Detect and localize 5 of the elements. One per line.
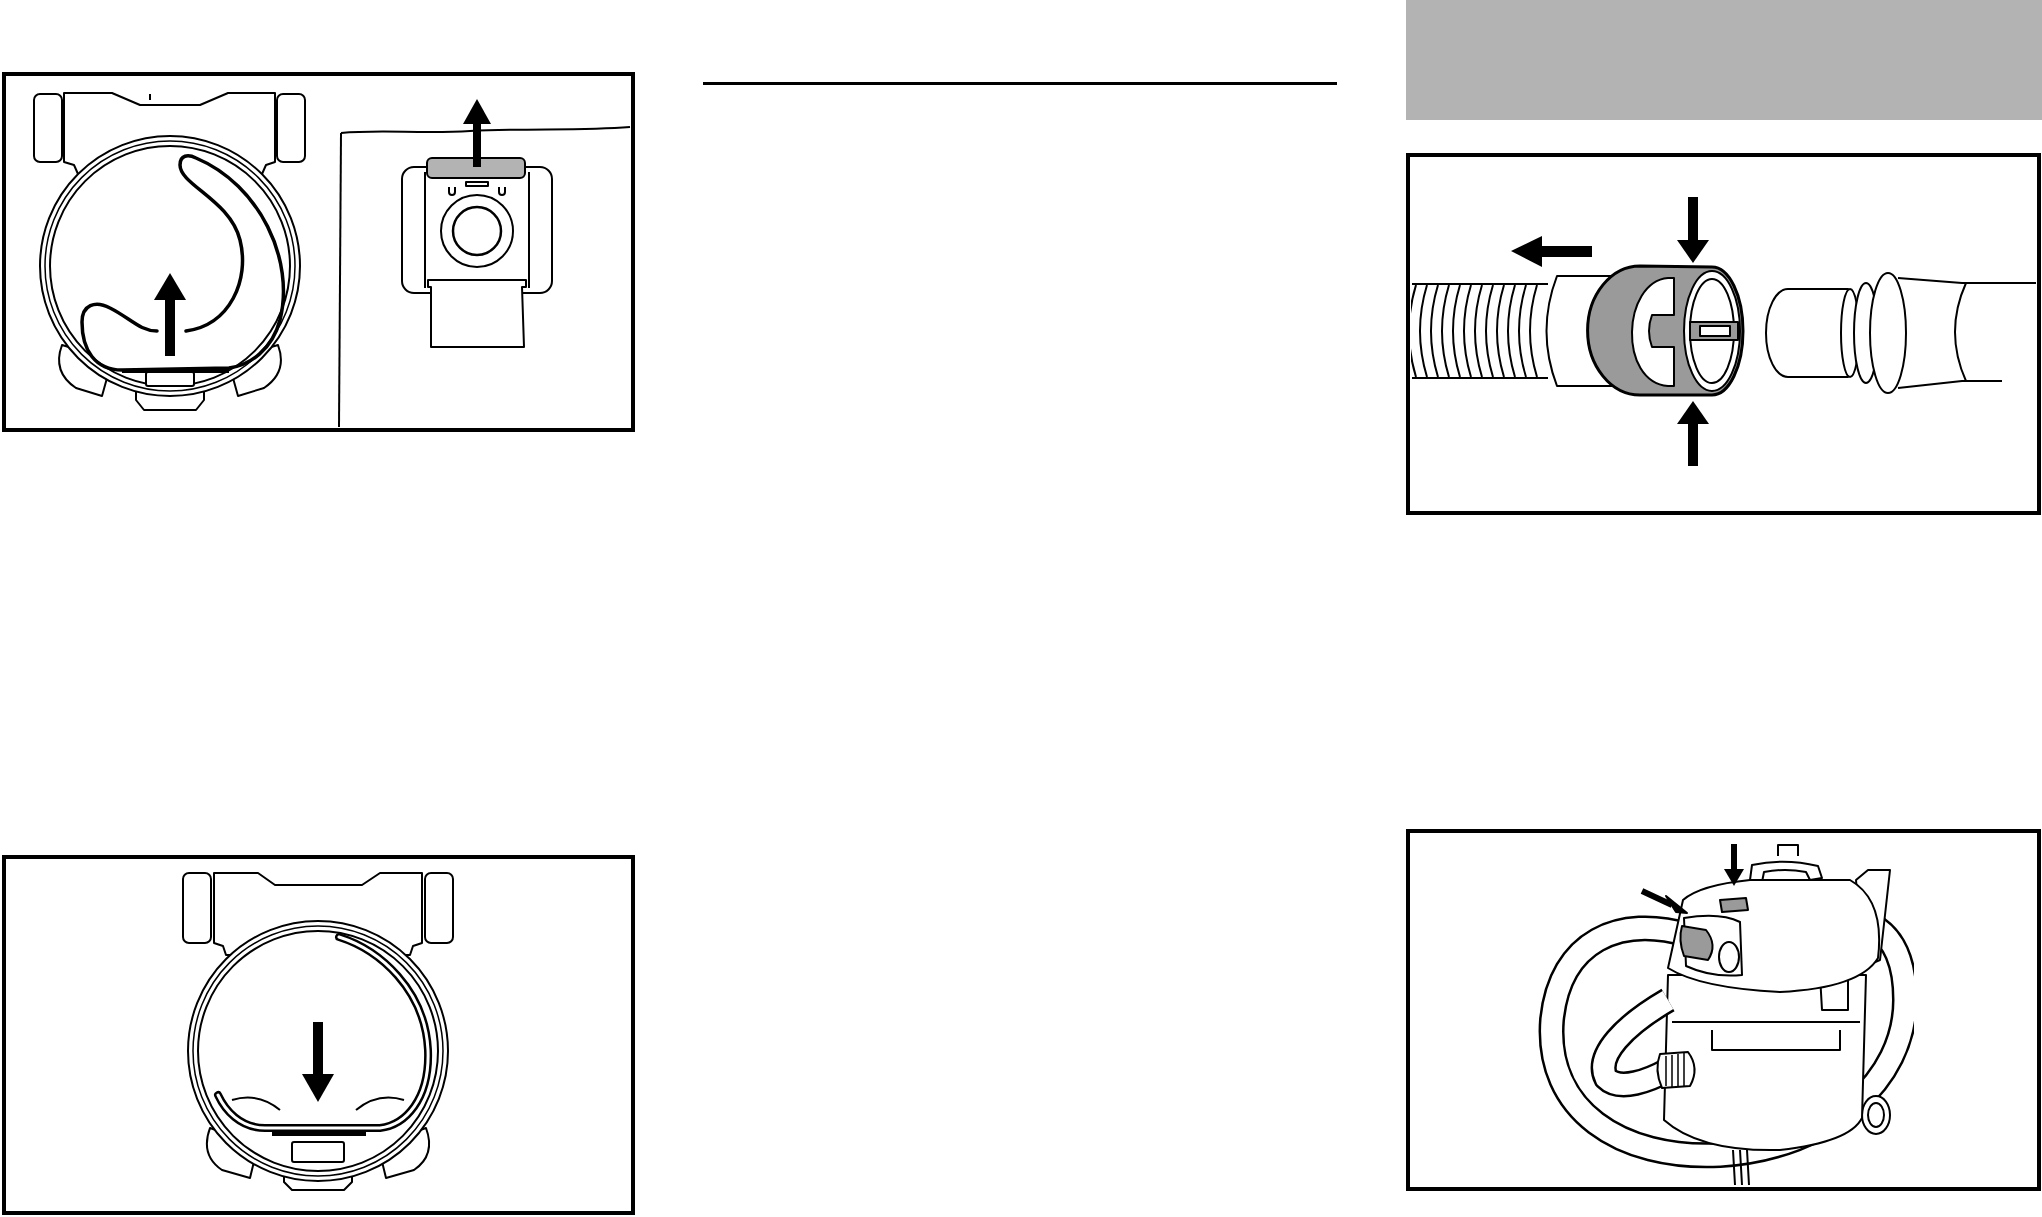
figure-frame [1406, 829, 2041, 1191]
header-bar [1406, 0, 2042, 120]
figure-frame [2, 72, 635, 432]
figure-frame [1406, 153, 2041, 515]
figure-frame [2, 855, 635, 1215]
